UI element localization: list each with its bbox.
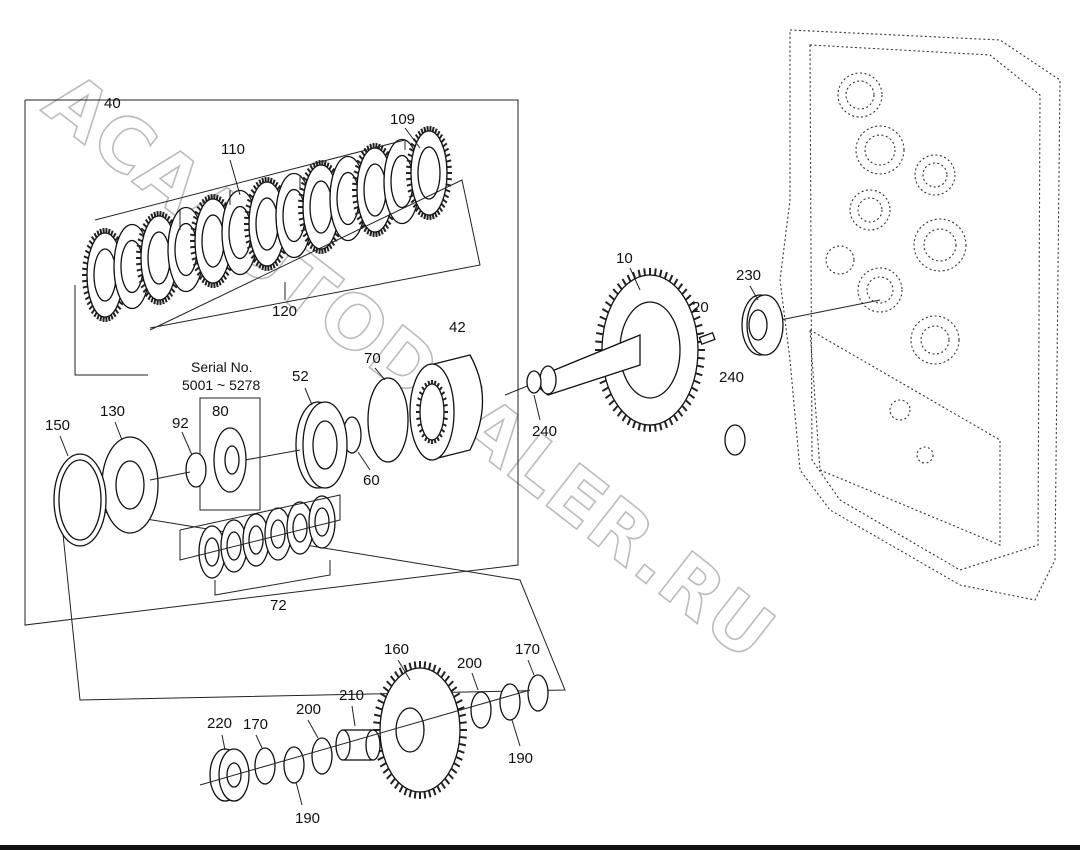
callout-230: 230: [736, 267, 761, 284]
callout-120: 120: [272, 303, 297, 320]
bottom-border: [0, 845, 1080, 850]
callout-60: 60: [363, 472, 380, 489]
snap-ring-150: [53, 453, 107, 547]
piston-52: [244, 401, 348, 489]
callout-52: 52: [292, 368, 309, 385]
callout-170a: 170: [515, 641, 540, 658]
leader-lines: [59, 127, 759, 806]
washers-bottom: [199, 674, 549, 786]
spring-pack-frame: [179, 494, 341, 596]
serial-box: [199, 397, 261, 511]
callout-20: 20: [692, 299, 709, 316]
disc-spring: [242, 513, 270, 567]
callout-200a: 200: [457, 655, 482, 672]
friction-disc: [406, 126, 452, 220]
callout-240b: 240: [532, 423, 557, 440]
callout-92: 92: [172, 415, 189, 432]
disc-spring: [286, 501, 314, 555]
callout-70: 70: [364, 350, 381, 367]
snap-ring-240: [526, 370, 746, 456]
bearing-220: [209, 748, 250, 802]
callout-190a: 190: [295, 810, 320, 827]
callout-labels: 40 109 110 120 10 20 230 240 240 42 70 5…: [45, 95, 761, 827]
serial-range: 5001 ~ 5278: [182, 377, 260, 393]
snap-ring-92: [185, 452, 207, 488]
callout-110: 110: [221, 141, 245, 158]
callout-72: 72: [270, 597, 287, 614]
callout-240a: 240: [719, 369, 744, 386]
callout-40: 40: [104, 95, 121, 112]
callout-210: 210: [339, 687, 364, 704]
callout-80: 80: [212, 403, 229, 420]
friction-disc: [82, 228, 128, 322]
clutch-disc-frame: [74, 139, 481, 376]
callout-10: 10: [616, 250, 633, 267]
pin-20: [698, 331, 716, 345]
callout-150: 150: [45, 417, 70, 434]
callout-190b: 190: [508, 750, 533, 767]
clutch-assembly-frame: [24, 99, 566, 701]
callout-170b: 170: [243, 716, 268, 733]
callout-220: 220: [207, 715, 232, 732]
callout-109: 109: [390, 111, 415, 128]
bearing-230: [741, 294, 784, 356]
clutch-disc-pack: [82, 126, 452, 322]
callout-130: 130: [100, 403, 125, 420]
serial-label: Serial No.: [191, 359, 252, 375]
shaft-gear-10: [504, 268, 705, 432]
transmission-housing: [769, 29, 1061, 601]
callout-42: 42: [449, 319, 466, 336]
end-plate-130: [101, 436, 191, 534]
seal-70: [367, 377, 409, 463]
spring-pack-72: [198, 495, 336, 579]
gear-160: [373, 661, 467, 799]
disc-spring: [264, 507, 292, 561]
disc-spring: [308, 495, 336, 549]
needle-bearing-210: [335, 729, 381, 761]
clutch-drum-42: [409, 354, 484, 461]
callout-200b: 200: [296, 701, 321, 718]
serial-note: Serial No. 5001 ~ 5278: [182, 359, 260, 393]
callout-160: 160: [384, 641, 409, 658]
